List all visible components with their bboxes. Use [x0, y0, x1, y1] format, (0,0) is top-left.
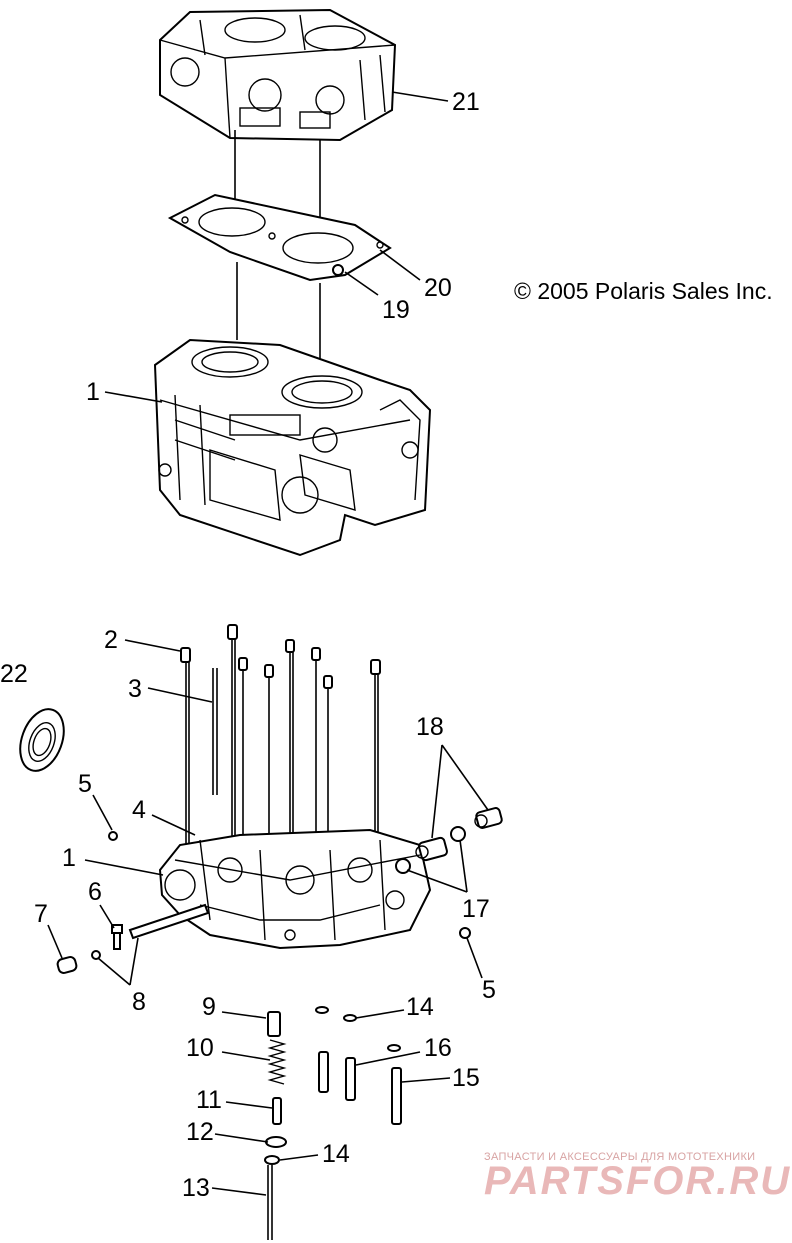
watermark-brand: PARTSFOR.RU — [484, 1159, 791, 1203]
head-gasket-part — [167, 193, 392, 282]
label-20: 20 — [424, 274, 452, 302]
leader-lines — [47, 91, 489, 1196]
crankcase-part — [158, 828, 432, 950]
label-2: 2 — [104, 626, 118, 654]
label-10: 10 — [186, 1034, 214, 1062]
copyright-text: © 2005 Polaris Sales Inc. — [514, 278, 773, 304]
label-11: 11 — [196, 1086, 222, 1114]
part-labels: 21 20 19 1 2 22 3 18 5 4 1 6 17 7 8 5 9 … — [0, 88, 496, 1202]
label-17: 17 — [462, 895, 490, 923]
label-19: 19 — [382, 296, 410, 324]
washer-part — [91, 950, 101, 960]
label-5-left: 5 — [78, 770, 92, 798]
label-13: 13 — [182, 1174, 210, 1202]
cylinder-block-part — [153, 338, 432, 557]
label-15: 15 — [452, 1064, 480, 1092]
cylinder-head-part — [159, 8, 397, 142]
label-5-right: 5 — [482, 976, 496, 1004]
dowel-left-part — [108, 831, 118, 841]
watermark-tagline: ЗАПЧАСТИ И АКСЕССУАРЫ ДЛЯ МОТОТЕХНИКИ — [484, 1151, 755, 1163]
label-7: 7 — [34, 900, 48, 928]
label-21: 21 — [452, 88, 480, 116]
crankcase-studs — [180, 624, 381, 860]
fitting-18a-part — [415, 836, 448, 862]
label-8: 8 — [132, 988, 146, 1016]
fitting-18b-part — [474, 807, 503, 829]
plug-17b-part — [450, 826, 466, 842]
crankshaft-seal-part — [19, 708, 65, 772]
bolt-part — [111, 924, 123, 950]
label-1-bottom: 1 — [62, 844, 76, 872]
label-14-top: 14 — [406, 993, 434, 1021]
label-16: 16 — [424, 1034, 452, 1062]
label-3: 3 — [128, 675, 142, 703]
label-4: 4 — [132, 796, 146, 824]
plug-17a-part — [395, 858, 411, 874]
label-14-bottom: 14 — [322, 1140, 350, 1168]
label-9: 9 — [202, 993, 216, 1021]
plug-part — [56, 956, 78, 974]
label-22: 22 — [0, 660, 28, 688]
label-6: 6 — [88, 878, 102, 906]
label-12: 12 — [186, 1118, 214, 1146]
dowel-pin-part — [332, 264, 344, 276]
label-18: 18 — [416, 713, 444, 741]
label-1-top: 1 — [86, 378, 100, 406]
dowel-right-part — [459, 927, 471, 939]
rave-valve-parts — [264, 1006, 402, 1240]
oil-line-part — [128, 903, 210, 940]
watermark-logo: ЗАПЧАСТИ И АКСЕССУАРЫ ДЛЯ МОТОТЕХНИКИ PA… — [484, 1151, 791, 1203]
